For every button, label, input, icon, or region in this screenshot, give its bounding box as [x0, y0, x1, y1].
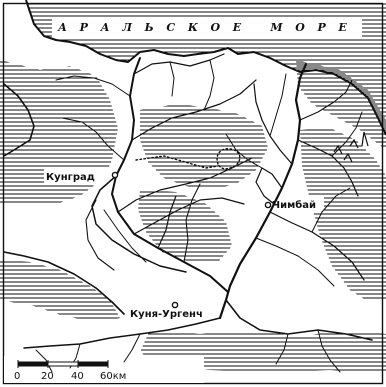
town-marker-kunya-urgench — [171, 301, 179, 309]
scale-area-background — [4, 356, 204, 383]
town-label-background-chimbay — [270, 197, 324, 211]
sea-label: АРАЛЬСКОЕ МОРЕ — [57, 21, 354, 34]
town-label-kunya-urgench: Куня-Ургенч — [130, 309, 203, 320]
channel-6 — [85, 199, 115, 271]
channel-7 — [103, 209, 147, 263]
channel-25 — [23, 317, 221, 349]
channel-16 — [255, 167, 283, 205]
sea-label-background — [52, 17, 362, 37]
town-kunya-urgench: Куня-Ургенч — [130, 301, 203, 320]
channel-30 — [35, 349, 53, 373]
channel-10 — [61, 117, 125, 161]
channel-1 — [91, 175, 187, 273]
town-marker-kungrad — [111, 171, 119, 179]
channel-21 — [269, 211, 365, 281]
dotted-boundary — [135, 155, 219, 169]
scale-segment-1 — [17, 361, 49, 367]
town-label-background-kungrad — [44, 169, 114, 183]
scale-label-20: 20 — [41, 371, 54, 382]
channel-28 — [317, 329, 341, 373]
scale-segment-3 — [77, 361, 109, 367]
channel-22 — [255, 237, 335, 287]
kungrad-branch — [111, 57, 229, 293]
scale-label-60: 60км — [100, 371, 126, 382]
scale-label-0: 0 — [14, 371, 20, 382]
scale-bar: 0 20 40 60км — [14, 360, 126, 382]
channel-18 — [297, 139, 359, 197]
town-label-kungrad: Кунград — [46, 172, 95, 183]
town-marker-chimbay — [264, 201, 272, 209]
west-plateau-escarpment — [3, 83, 35, 157]
aral-sea-coastline — [25, 0, 386, 136]
river-network — [23, 53, 373, 373]
dotted-lake-outline — [216, 148, 241, 170]
channel-23 — [311, 187, 351, 233]
channel-17 — [225, 133, 263, 169]
channel-4 — [157, 195, 177, 249]
town-label-chimbay: Чимбай — [272, 199, 316, 211]
channel-12 — [169, 61, 175, 97]
scale-label-40: 40 — [71, 371, 84, 382]
scale-segment-2 — [47, 361, 79, 367]
channel-5 — [183, 183, 201, 263]
channel-29 — [275, 333, 289, 365]
coastal-marks — [333, 131, 369, 163]
channel-9 — [55, 75, 131, 97]
channel-8 — [131, 79, 257, 141]
channel-15 — [269, 73, 287, 137]
town-kungrad: Кунград — [46, 171, 119, 183]
town-chimbay: Чимбай — [264, 199, 316, 211]
channel-26 — [123, 333, 141, 363]
channel-13 — [203, 59, 215, 111]
town-label-background-kunya-urgench — [128, 306, 222, 320]
channel-3 — [133, 197, 245, 235]
channel-14 — [253, 83, 293, 165]
dotted-features — [135, 148, 241, 170]
channel-11 — [133, 53, 225, 75]
channel-19 — [299, 79, 353, 121]
southwest-escarpment — [3, 251, 125, 315]
